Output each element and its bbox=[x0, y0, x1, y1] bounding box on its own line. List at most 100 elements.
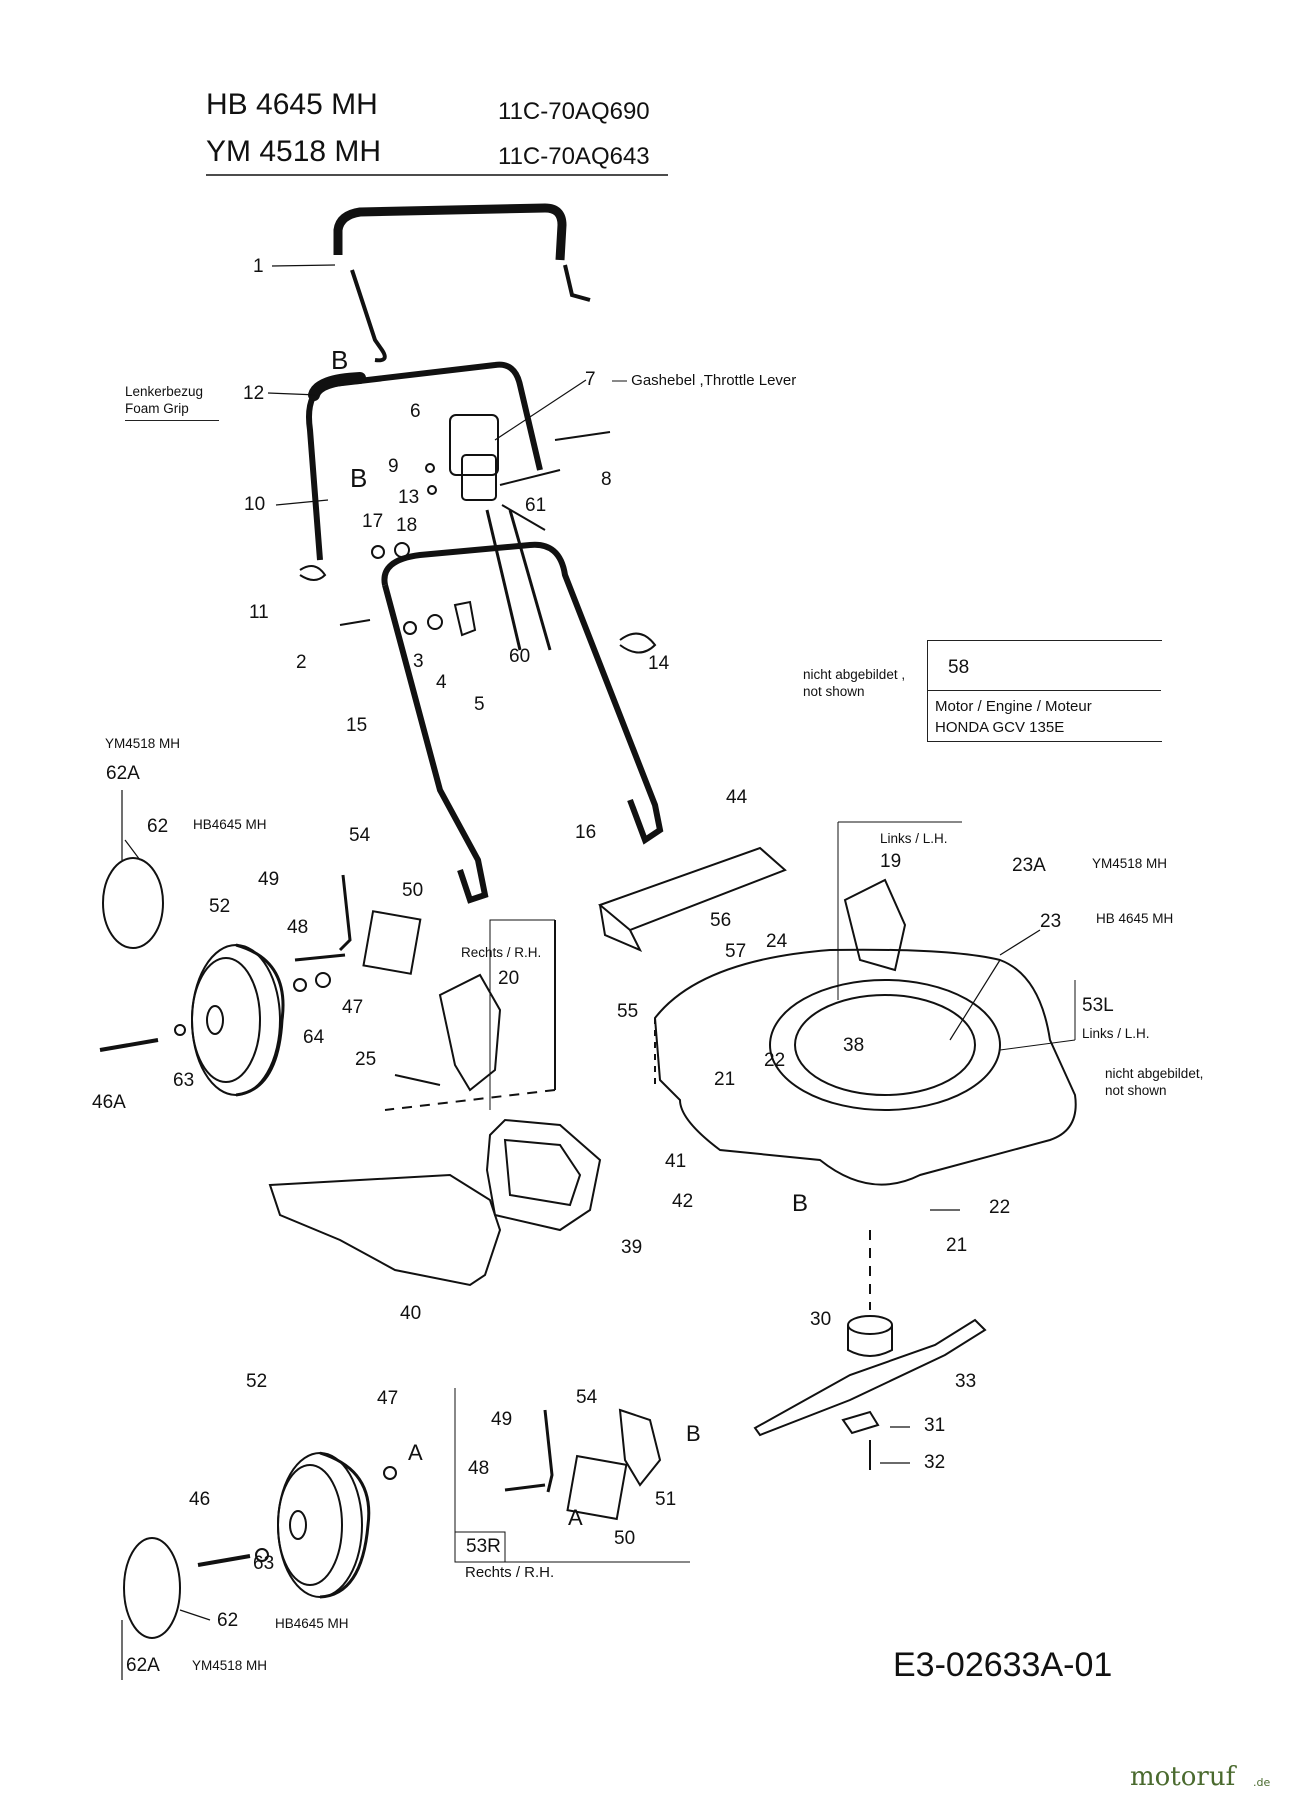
height-adjuster-rear bbox=[294, 874, 422, 975]
callout-23a: 23A bbox=[1012, 855, 1046, 876]
callout-31: 31 bbox=[924, 1415, 946, 1436]
callout-41: 41 bbox=[665, 1151, 687, 1172]
rear-wheel bbox=[191, 943, 285, 1097]
callout-4: 4 bbox=[436, 672, 447, 693]
lh-note-right: Links / L.H. bbox=[1082, 1026, 1150, 1041]
not-shown-note-en: not shown bbox=[803, 684, 865, 699]
bracket-rh bbox=[384, 920, 556, 1111]
watermark-logo: motoruf bbox=[1130, 1762, 1236, 1792]
callout-18: 18 bbox=[396, 515, 418, 536]
hubcap-lower bbox=[123, 1537, 181, 1639]
grass-bag bbox=[268, 1173, 502, 1287]
callout-44: 44 bbox=[726, 787, 748, 808]
rh-note-lower: Rechts / R.H. bbox=[465, 1564, 555, 1581]
callout-62a-top: 62A bbox=[106, 763, 140, 784]
callout-25: 25 bbox=[355, 1049, 377, 1070]
callout-23: 23 bbox=[1040, 911, 1062, 932]
axle-bolt-upper bbox=[99, 972, 331, 1052]
callout-33: 33 bbox=[955, 1371, 977, 1392]
callout-54: 54 bbox=[349, 825, 371, 846]
model-code-1: 11C-70AQ690 bbox=[498, 98, 650, 125]
callout-b-deck: B bbox=[792, 1190, 809, 1217]
variant-note-62-top: HB4645 MH bbox=[193, 817, 267, 832]
rear-flap-bracket bbox=[598, 846, 787, 952]
handle-frame-lower bbox=[381, 541, 664, 904]
handle-frame-upper bbox=[306, 361, 543, 561]
callout-50: 50 bbox=[402, 880, 424, 901]
height-adjuster-front bbox=[454, 1388, 690, 1563]
callout-a-adjuster: A bbox=[568, 1505, 583, 1530]
callout-22-lower: 22 bbox=[989, 1197, 1011, 1218]
callout-b-frame: B bbox=[350, 463, 368, 493]
callout-40: 40 bbox=[400, 1303, 422, 1324]
callout-56: 56 bbox=[710, 910, 732, 931]
callout-24: 24 bbox=[766, 931, 788, 952]
mower-deck bbox=[653, 948, 1077, 1186]
callout-10: 10 bbox=[244, 494, 266, 515]
not-shown-right-1: nicht abgebildet, bbox=[1105, 1066, 1204, 1081]
upper-handle bbox=[333, 203, 591, 363]
not-shown-right-2: not shown bbox=[1105, 1083, 1167, 1098]
model-name-1: HB 4645 MH bbox=[206, 88, 378, 121]
callout-62-bottom: 62 bbox=[217, 1610, 239, 1631]
bracket-lh bbox=[843, 878, 907, 972]
callout-52-top: 52 bbox=[209, 896, 231, 917]
variant-note-62a-top: YM4518 MH bbox=[105, 736, 181, 751]
callout-1: 1 bbox=[253, 256, 264, 277]
callout-62a-bottom: 62A bbox=[126, 1655, 160, 1676]
model-name-2: YM 4518 MH bbox=[206, 135, 382, 168]
callout-19: 19 bbox=[880, 851, 902, 872]
hubcap-upper bbox=[102, 857, 164, 949]
callout-11: 11 bbox=[249, 602, 269, 623]
engine-part-number: 58 bbox=[948, 657, 970, 678]
callout-13: 13 bbox=[398, 487, 420, 508]
callout-16: 16 bbox=[575, 822, 597, 843]
variant-note-23a: YM4518 MH bbox=[1092, 856, 1168, 871]
callout-60: 60 bbox=[509, 646, 531, 667]
callout-2: 2 bbox=[296, 652, 307, 673]
callout-53r: 53R bbox=[466, 1536, 501, 1557]
throttle-lever-note: — Gashebel ,Throttle Lever bbox=[612, 372, 797, 389]
not-shown-note-de: nicht abgebildet , bbox=[803, 667, 906, 682]
callout-6: 6 bbox=[410, 401, 421, 422]
callout-47: 47 bbox=[342, 997, 364, 1018]
callout-55: 55 bbox=[617, 1001, 639, 1022]
variant-note-23: HB 4645 MH bbox=[1096, 911, 1174, 926]
callout-61: 61 bbox=[525, 495, 547, 516]
variant-note-62-bottom: HB4645 MH bbox=[275, 1616, 349, 1631]
hardware bbox=[299, 463, 657, 654]
callout-48: 48 bbox=[287, 917, 309, 938]
engine-table bbox=[927, 640, 1162, 742]
callout-48-bottom: 48 bbox=[468, 1458, 490, 1479]
catcher-frame bbox=[485, 1118, 602, 1232]
lh-note-upper: Links / L.H. bbox=[880, 831, 948, 846]
callout-51: 51 bbox=[655, 1489, 677, 1510]
callout-21-upper: 21 bbox=[714, 1069, 736, 1090]
blade-assembly bbox=[753, 1230, 987, 1470]
callout-15: 15 bbox=[346, 715, 368, 736]
callout-46: 46 bbox=[189, 1489, 211, 1510]
callout-b-handle: B bbox=[331, 345, 349, 375]
callout-7: 7 bbox=[585, 369, 596, 390]
callout-50-bottom: 50 bbox=[614, 1528, 636, 1549]
callout-32: 32 bbox=[924, 1452, 946, 1473]
callout-30: 30 bbox=[810, 1309, 832, 1330]
watermark-suffix: .de bbox=[1253, 1776, 1271, 1789]
foam-grip-note-de: Lenkerbezug bbox=[125, 384, 204, 399]
bowden-cables bbox=[485, 509, 552, 651]
callout-8: 8 bbox=[601, 469, 612, 490]
callout-42: 42 bbox=[672, 1191, 694, 1212]
throttle-lever bbox=[449, 414, 611, 531]
callout-3: 3 bbox=[413, 651, 424, 672]
callout-20: 20 bbox=[498, 968, 520, 989]
callout-62-top: 62 bbox=[147, 816, 169, 837]
callout-63-bottom: 63 bbox=[253, 1553, 275, 1574]
callout-46a: 46A bbox=[92, 1092, 126, 1113]
callout-39: 39 bbox=[621, 1237, 643, 1258]
engine-label: Motor / Engine / Moteur bbox=[935, 698, 1092, 715]
callout-54-bottom: 54 bbox=[576, 1387, 598, 1408]
model-code-2: 11C-70AQ643 bbox=[498, 143, 650, 170]
callout-49: 49 bbox=[258, 869, 280, 890]
callout-57: 57 bbox=[725, 941, 747, 962]
